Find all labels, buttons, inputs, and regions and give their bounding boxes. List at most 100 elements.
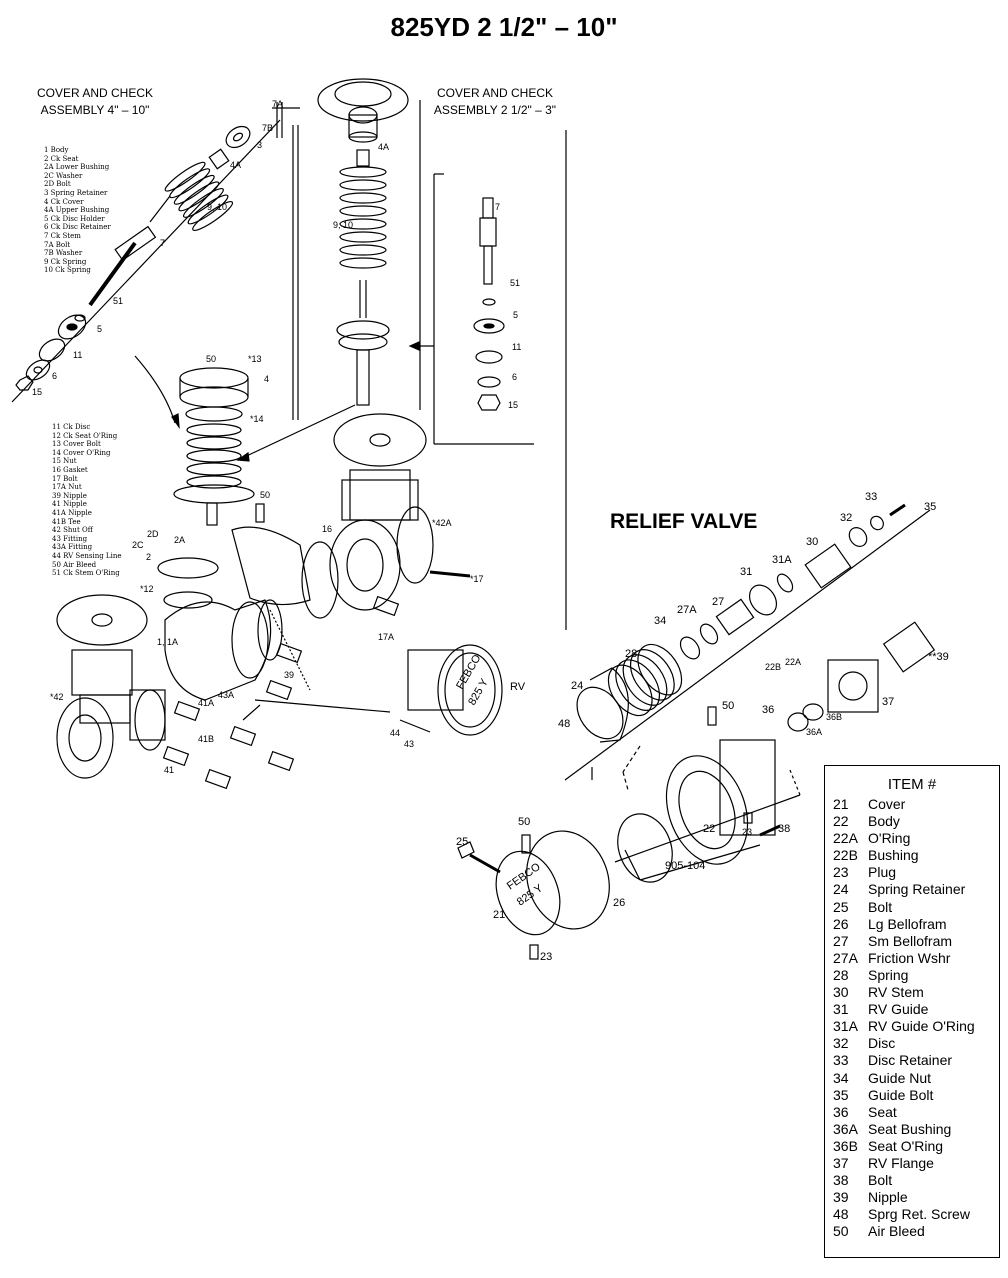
part-label-r48: 48 bbox=[558, 718, 570, 730]
part-label-r31a: 31A bbox=[772, 554, 792, 566]
part-label-l11: 11 bbox=[73, 350, 82, 360]
relief-valve-upper bbox=[564, 503, 936, 781]
part-label-r51: 51 bbox=[510, 278, 520, 288]
part-label-c44: 44 bbox=[390, 728, 400, 738]
item-number: 22A bbox=[833, 830, 858, 847]
legend-entry: 4A Upper Bushing bbox=[44, 206, 110, 215]
item-description: RV Stem bbox=[868, 984, 924, 1001]
part-label-r22: 22 bbox=[703, 823, 715, 835]
item-number: 36A bbox=[833, 1120, 858, 1137]
part-label-r22b: 22B bbox=[765, 662, 781, 672]
part-label-m910: 9, 10 bbox=[333, 220, 353, 230]
part-label-c2d: 2D bbox=[147, 529, 159, 539]
part-label-c41: 41 bbox=[164, 765, 174, 775]
part-label-c43a: 43A bbox=[218, 690, 234, 700]
part-label-r11: 11 bbox=[512, 342, 521, 352]
legend-entry: 2D Bolt bbox=[44, 180, 71, 189]
legend-entry: 15 Nut bbox=[52, 457, 77, 466]
caption-line: COVER AND CHECK bbox=[36, 86, 154, 100]
legend-entry: 6 Ck Disc Retainer bbox=[44, 223, 111, 232]
item-description: Guide Nut bbox=[868, 1069, 932, 1086]
part-label-c11a: 1, 1A bbox=[157, 637, 178, 647]
item-description: Guide Bolt bbox=[868, 1086, 934, 1103]
legend-entry: 10 Ck Spring bbox=[44, 266, 91, 275]
item-row: 28 Spring bbox=[825, 967, 999, 984]
part-label-c43: 43 bbox=[404, 739, 414, 749]
item-number: 31A bbox=[833, 1018, 858, 1035]
legend-entry: 7B Washer bbox=[44, 249, 83, 258]
part-label-c42a: *42A bbox=[432, 518, 452, 528]
item-number: 36B bbox=[833, 1137, 858, 1154]
part-label-r23b: 23 bbox=[540, 951, 552, 963]
part-label-r39: **39 bbox=[928, 651, 949, 663]
item-number: 50 bbox=[833, 1223, 849, 1240]
item-number: 39 bbox=[833, 1189, 849, 1206]
part-label-l5: 5 bbox=[97, 324, 102, 334]
item-number: 28 bbox=[833, 966, 849, 983]
part-label-crv: RV bbox=[510, 681, 526, 693]
part-label-c4: 4 bbox=[264, 374, 269, 384]
part-label-c2c: 2C bbox=[132, 540, 144, 550]
part-label-l6: 6 bbox=[52, 371, 57, 381]
item-description: O'Ring bbox=[868, 830, 911, 847]
part-label-c41b: 41B bbox=[198, 734, 214, 744]
legend-entry: 44 RV Sensing Line bbox=[52, 551, 122, 560]
item-description: Bolt bbox=[868, 898, 893, 915]
item-number: 21 bbox=[833, 796, 849, 812]
part-label-r905: 905-104 bbox=[665, 860, 705, 872]
item-description: Cover bbox=[868, 796, 906, 812]
item-row: 22A O'Ring bbox=[825, 830, 999, 847]
part-label-r35: 35 bbox=[924, 501, 936, 513]
item-number: 30 bbox=[833, 984, 849, 1001]
part-label-c13: *13 bbox=[248, 354, 262, 364]
legend-entry: 14 Cover O'Ring bbox=[52, 448, 111, 457]
item-number: 22B bbox=[833, 847, 858, 864]
legend-entry: 17A Nut bbox=[52, 483, 82, 492]
item-number: 22 bbox=[833, 813, 849, 830]
part-label-r38: 38 bbox=[778, 823, 790, 835]
item-description: Lg Bellofram bbox=[868, 915, 947, 932]
part-label-r50: 50 bbox=[722, 700, 734, 712]
relief-valve-lower bbox=[457, 706, 801, 960]
part-label-r33: 33 bbox=[865, 491, 877, 503]
part-label-c12: *12 bbox=[140, 584, 154, 594]
part-label-r28: 28 bbox=[625, 648, 637, 660]
items-heading: ITEM # bbox=[887, 776, 937, 793]
part-label-l7b: 7B bbox=[262, 123, 273, 133]
part-label-c50: 50 bbox=[206, 354, 216, 364]
item-description: Sm Bellofram bbox=[868, 932, 953, 949]
item-number: 31 bbox=[833, 1001, 849, 1018]
item-row: 50 Air Bleed bbox=[825, 1223, 999, 1240]
part-label-l910a: 9, 10 bbox=[207, 202, 227, 212]
part-label-c17: *17 bbox=[470, 574, 484, 584]
item-description: Disc bbox=[868, 1035, 896, 1052]
legend-entry: 17 Bolt bbox=[52, 474, 78, 483]
item-description: Bolt bbox=[868, 1172, 893, 1189]
legend-entry: 43 Fitting bbox=[52, 534, 88, 543]
part-label-l3: 3 bbox=[257, 140, 262, 150]
caption-line: COVER AND CHECK bbox=[436, 86, 554, 100]
caption-cover-check-2.5-3: COVER AND CHECK ASSEMBLY 2 1/2" – 3" bbox=[415, 85, 575, 119]
part-label-r36b: 36B bbox=[826, 712, 842, 722]
legend-entry: 50 Air Bleed bbox=[52, 560, 97, 569]
item-number: 36 bbox=[833, 1103, 849, 1120]
legend-entry: 7 Ck Stem bbox=[44, 231, 81, 240]
item-description: Spring bbox=[868, 966, 909, 983]
item-description: Air Bleed bbox=[868, 1223, 925, 1240]
part-label-r22a: 22A bbox=[785, 657, 801, 667]
leader-arrows bbox=[134, 341, 641, 791]
part-label-c39: 39 bbox=[284, 670, 294, 680]
